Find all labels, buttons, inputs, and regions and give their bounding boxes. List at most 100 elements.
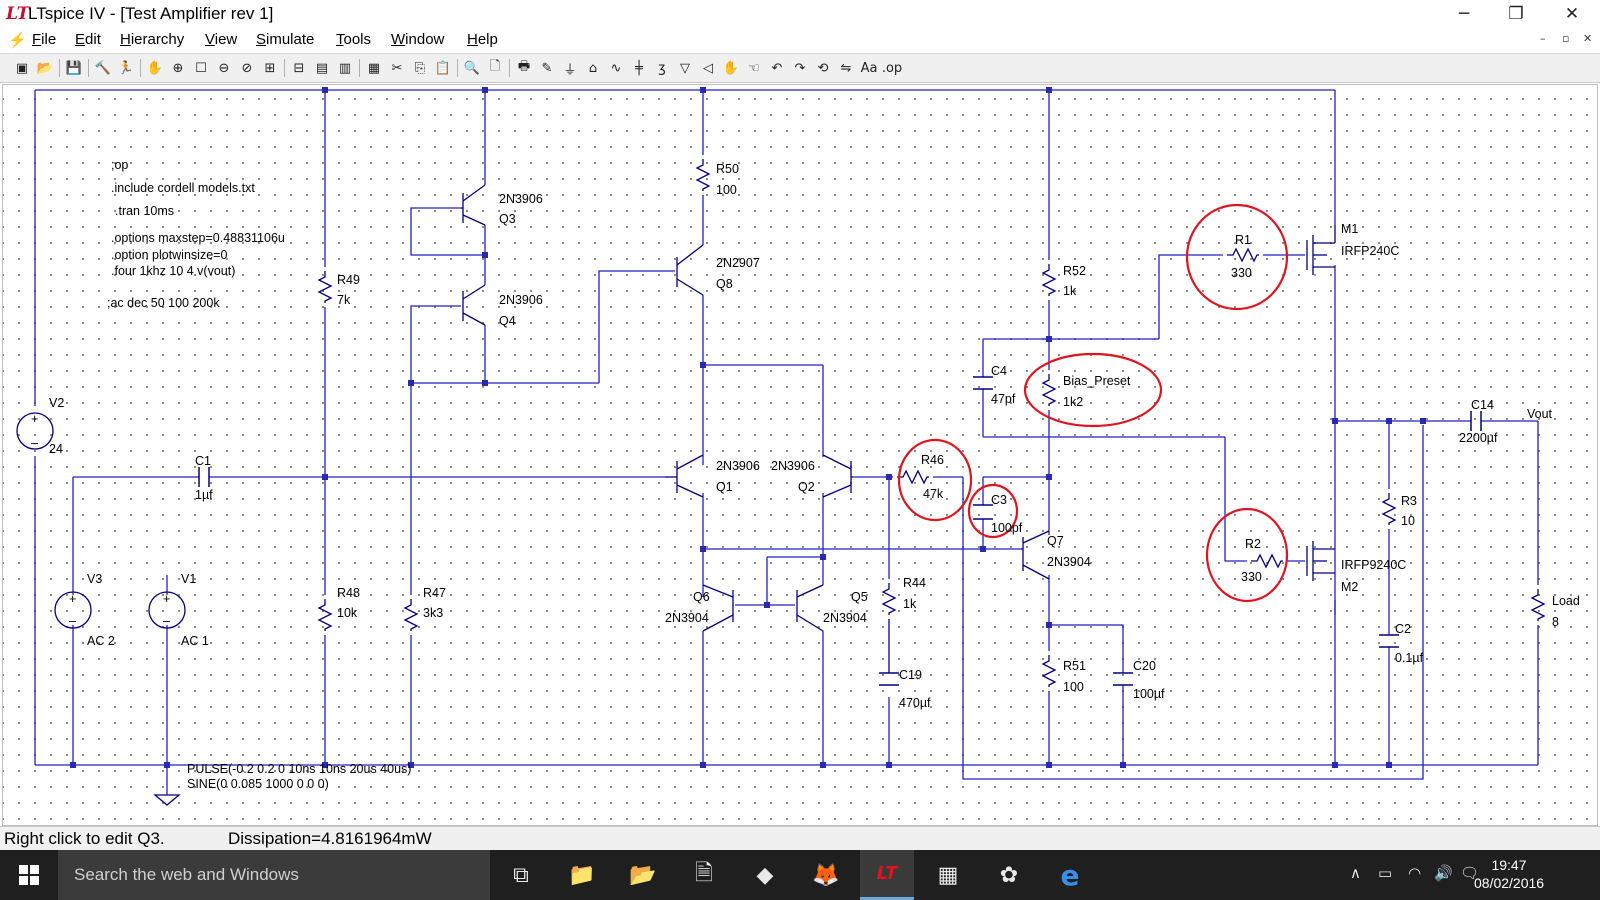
pan-icon[interactable]: ☐ [195, 60, 207, 76]
battery-icon[interactable]: ▭ [1378, 864, 1393, 882]
fox-icon[interactable]: 🦊 [812, 862, 840, 888]
document-icon[interactable]: 🗎 [695, 861, 713, 886]
diode-icon[interactable]: ▽ [680, 60, 690, 76]
spice-directives: ;op .include cordell models.txt .tran 10… [107, 158, 285, 310]
label-q1-model: 2N3906 [716, 459, 760, 473]
drag-icon[interactable]: ☜ [748, 60, 760, 76]
close-button[interactable]: ✕ [1564, 4, 1580, 24]
rotate-icon[interactable]: ⟲ [817, 60, 829, 76]
menu-hierarchy[interactable]: Hierarchy [120, 31, 185, 48]
text-icon[interactable]: Aa [860, 60, 878, 76]
tile-horizontal-icon[interactable]: ▤ [315, 60, 329, 76]
copy-icon[interactable]: ⎘ [414, 60, 426, 76]
label-v2-name: V2 [49, 396, 64, 410]
v3-minus-glyph: – [69, 614, 76, 628]
print-setup-icon[interactable]: 🗋 [489, 59, 501, 74]
halt-icon[interactable]: ✋ [146, 60, 164, 76]
v1-minus-glyph: – [163, 614, 170, 628]
toolbar-separator [284, 59, 285, 77]
inductor-icon[interactable]: ʒ [658, 60, 666, 76]
taskbar: Search the web and Windows ⧉ 📁 📂 🗎 ◆ 🦊 LT ▦ ✿ e ∧… [0, 850, 1600, 900]
mdi-minimize-button[interactable]: – [1540, 32, 1546, 45]
directive-op: ;op [111, 158, 128, 172]
label-v3-value: AC 2 [87, 634, 115, 648]
document-menu-icon[interactable]: ⚡ [8, 32, 27, 49]
toolbar-separator [457, 59, 458, 77]
zoom-in-icon[interactable]: ⊕ [172, 60, 184, 76]
annotation-circles [897, 203, 1289, 603]
taskbar-search-box[interactable]: Search the web and Windows [58, 850, 490, 900]
paint-icon[interactable]: ✿ [999, 862, 1019, 888]
schematic-canvas[interactable]: +– +– +– ;op .include cordell models.txt… [2, 84, 1598, 826]
label-c2-name: C2 [1395, 622, 1411, 636]
edge-icon[interactable]: e [1060, 858, 1080, 892]
mdi-restore-button[interactable]: ▫ [1562, 32, 1570, 45]
transistors [461, 184, 1336, 632]
start-button[interactable] [0, 850, 58, 900]
menu-help[interactable]: Help [467, 31, 498, 48]
volume-icon[interactable]: 🔊 [1434, 864, 1453, 882]
action-center-icon[interactable]: 🗨 [1460, 864, 1480, 882]
label-c2-value: 0.1µf [1395, 651, 1424, 665]
mdi-close-button[interactable]: ✕ [1583, 32, 1593, 45]
print-icon[interactable]: 🖶 [517, 59, 531, 74]
label-r3-name: R3 [1401, 494, 1417, 508]
menu-view[interactable]: View [205, 31, 238, 48]
menu-edit[interactable]: Edit [75, 31, 101, 48]
label-q3-model: 2N3906 [499, 192, 543, 206]
directive-plotwinsize: .option plotwinsize=0 [111, 248, 227, 262]
wire-icon[interactable]: ✎ [541, 60, 553, 76]
ground-icon[interactable]: ⏚ [563, 62, 577, 78]
maximize-button[interactable]: ❐ [1508, 4, 1524, 24]
menu-tools[interactable]: Tools [336, 31, 372, 48]
mirror-icon[interactable]: ⇋ [840, 60, 852, 76]
find-icon[interactable]: 🔍 [463, 60, 481, 76]
undo-icon[interactable]: ↶ [771, 60, 783, 76]
folder-icon[interactable]: 📂 [629, 862, 657, 888]
menu-simulate[interactable]: Simulate [256, 31, 315, 48]
capacitor-icon[interactable]: ╪ [635, 60, 643, 76]
autorange-icon[interactable]: ⊟ [293, 60, 305, 76]
save-icon[interactable]: 💾 [65, 60, 83, 76]
move-icon[interactable]: ✋ [722, 60, 740, 76]
calculator-icon[interactable]: ▦ [937, 862, 959, 888]
zoom-out-icon[interactable]: ⊖ [218, 60, 230, 76]
label-r46-value: 47k [923, 487, 944, 501]
v2-minus-glyph: – [31, 436, 38, 450]
taskbar-clock[interactable]: 19:47 08/02/2016 [1474, 856, 1544, 892]
zoom-fit-icon[interactable]: ⊘ [241, 60, 253, 76]
ltspice-app-icon[interactable]: LT [6, 4, 30, 24]
cut-icon[interactable]: ✂ [391, 60, 403, 76]
menu-window[interactable]: Window [391, 31, 445, 48]
menu-file[interactable]: File [32, 31, 57, 48]
file-explorer-icon[interactable]: 📁 [568, 862, 596, 888]
redo-icon[interactable]: ↷ [794, 60, 806, 76]
cascade-icon[interactable]: ▦ [367, 60, 381, 76]
wifi-icon[interactable]: ◠ [1408, 864, 1422, 882]
directive-include: .include cordell models.txt [111, 181, 255, 195]
label-net-icon[interactable]: ⌂ [588, 60, 598, 76]
label-r49-name: R49 [337, 273, 360, 287]
task-view-icon[interactable]: ⧉ [513, 862, 529, 888]
tile-vertical-icon[interactable]: ▥ [338, 60, 352, 76]
crystal-icon[interactable]: ◆ [756, 862, 774, 888]
minimize-button[interactable]: ─ [1458, 4, 1470, 24]
open-icon[interactable]: 📂 [36, 60, 54, 76]
ltspice-icon[interactable]: LT [860, 850, 914, 900]
resistor-icon[interactable]: ∿ [610, 60, 622, 76]
paste-icon[interactable]: 📋 [434, 60, 452, 76]
label-q4-model: 2N3906 [499, 293, 543, 307]
control-panel-icon[interactable]: 🔨 [94, 60, 112, 76]
directive-ac: ;ac dec 50 100 200k [107, 296, 220, 310]
run-icon[interactable]: 🏃 [117, 60, 135, 76]
spice-directive-icon[interactable]: .op [881, 60, 903, 76]
label-r1-value: 330 [1231, 266, 1252, 280]
label-c14-name: C14 [1471, 398, 1494, 412]
label-q1-name: Q1 [716, 480, 733, 494]
tray-chevron-icon[interactable]: ∧ [1350, 864, 1361, 882]
new-schematic-icon[interactable]: ▣ [15, 60, 29, 76]
cancel-zoom-icon[interactable]: ⊞ [264, 60, 276, 76]
label-r46-name: R46 [921, 453, 944, 467]
component-icon[interactable]: ◁ [703, 60, 713, 76]
toolbar-separator [509, 59, 510, 77]
